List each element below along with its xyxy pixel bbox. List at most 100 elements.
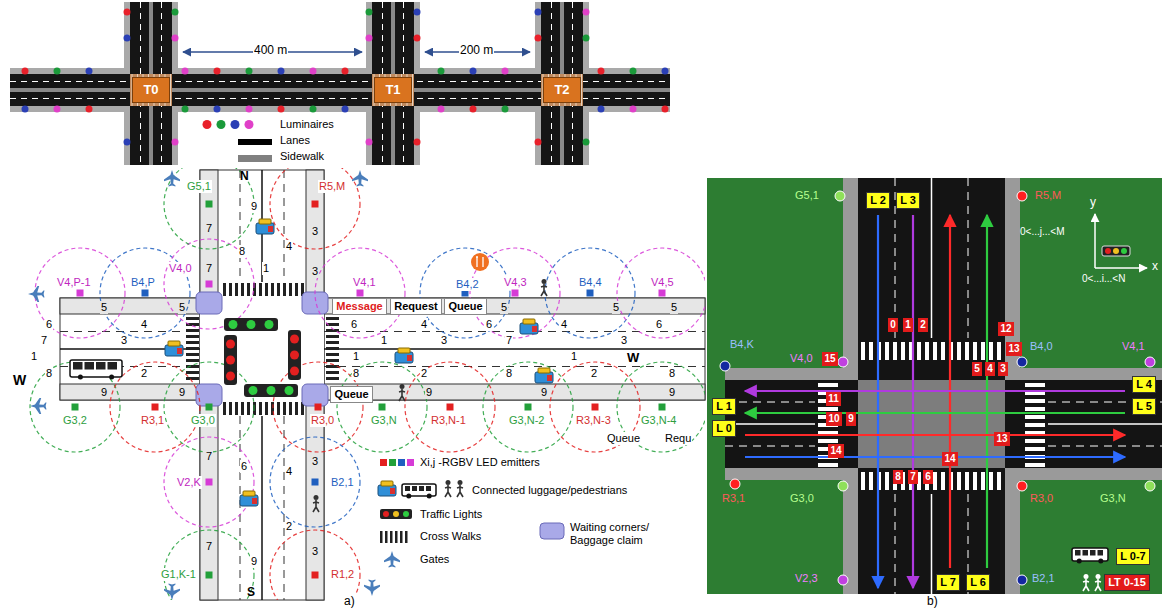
legend-crosswalk [405, 531, 408, 543]
lane-label: L 7 [936, 574, 960, 591]
node-text: T2 [554, 83, 569, 98]
label: a) [343, 595, 356, 609]
lane-number: 9 [100, 386, 108, 399]
lane-number: 5 [500, 301, 508, 314]
lane-number: 9 [425, 386, 433, 399]
axis [1095, 267, 1147, 269]
led-emitter [206, 281, 213, 288]
crosswalk-stripe [186, 335, 199, 338]
legend-text: Gates [420, 553, 449, 566]
legend-crosswalk [385, 531, 388, 543]
crosswalk-stripe [283, 283, 286, 296]
lane-number: 1 [262, 262, 270, 275]
lane-label: L 6 [966, 574, 990, 591]
luggage [538, 368, 550, 373]
intersection-box: T1 [374, 77, 412, 103]
led-emitter [512, 290, 519, 297]
node-text: LT 0-15 [1108, 576, 1146, 589]
crosswalk-stripe [861, 472, 865, 490]
label: V4,P-1 [56, 276, 92, 289]
node-text: Message [336, 300, 382, 313]
crosswalk-stripe [259, 402, 262, 415]
gate-plane [28, 286, 45, 302]
label: y [1090, 196, 1096, 210]
queue-box: Queue [444, 298, 487, 315]
luminaire [214, 68, 221, 75]
luminaire [366, 139, 373, 146]
lane-number: 4 [420, 318, 428, 331]
center-line [931, 494, 933, 594]
node-text: 7 [910, 471, 916, 483]
led-emitter [1017, 357, 1027, 367]
coverage-circle [337, 362, 427, 452]
label: V4,3 [503, 276, 528, 289]
crosswalk-tag: 10 [826, 412, 842, 426]
led-emitter [659, 290, 666, 297]
led-emitter [357, 290, 364, 297]
lane-number: 1 [380, 334, 388, 347]
axis [1094, 214, 1096, 268]
lane-number: 3 [120, 334, 128, 347]
crosswalk-stripe [186, 347, 199, 350]
crosswalk-stripe [295, 283, 298, 296]
traffic-light-lamp [1105, 248, 1111, 254]
lane-number: 8 [238, 245, 246, 258]
crosswalk-stripe [818, 407, 838, 411]
luminaire [172, 9, 179, 16]
traffic-light-lamp [247, 320, 256, 329]
lane-line [1048, 446, 1162, 447]
crosswalk-stripe [997, 472, 1001, 490]
crosswalk-stripe [295, 402, 298, 415]
lane-line [324, 331, 705, 332]
pedestrian [314, 495, 319, 500]
luminaire-sample [217, 120, 226, 129]
lane-number: 4 [560, 318, 568, 331]
lane-number: 6 [655, 318, 663, 331]
center-line [261, 416, 263, 600]
label: G3,N [1100, 492, 1126, 505]
crosswalk-stripe [1025, 399, 1045, 403]
luminaire [366, 35, 373, 42]
legend-text: Traffic Lights [420, 508, 482, 521]
legend-text: Lanes [280, 134, 310, 147]
lane-number: 7 [505, 334, 513, 347]
crosswalk-tag: 13 [994, 432, 1010, 446]
legend-crosswalk [400, 531, 403, 543]
traffic-light [244, 384, 298, 397]
luminaire [662, 106, 669, 113]
led-emitter [77, 290, 84, 297]
legend-emitter-sample [407, 459, 414, 466]
queue-box: Request [390, 298, 442, 315]
node-text: Queue [448, 300, 482, 313]
luminaire [470, 106, 477, 113]
crosswalk-tag: 12 [998, 322, 1014, 336]
luggage [165, 345, 183, 356]
sidewalk [124, 2, 178, 165]
node-text: 8 [895, 471, 901, 483]
crosswalk-stripe [186, 317, 199, 320]
lane-line [240, 170, 241, 282]
legend-text: Connected luggage/pedestrians [472, 484, 627, 497]
lane-line [968, 178, 969, 338]
label: R5,M [318, 180, 346, 193]
traffic-light-lamp [249, 386, 258, 395]
crosswalk-stripe [271, 283, 274, 296]
luminaire [22, 106, 29, 113]
legend-text: Cross Walks [420, 530, 481, 543]
traffic-light-lamp [290, 351, 299, 360]
label: Queue [606, 432, 641, 445]
pedestrian [400, 384, 405, 389]
luminaire [438, 106, 445, 113]
led-emitter [312, 479, 319, 486]
lane-number: 1 [352, 350, 360, 363]
legend-swatch [238, 139, 272, 145]
pedestrian [313, 500, 319, 512]
luggage-tag [177, 348, 182, 354]
node-text: 14 [944, 453, 955, 465]
intersection [372, 74, 414, 106]
led-emitter [206, 479, 213, 486]
legend-swatch [238, 155, 272, 162]
pedestrian [1084, 574, 1089, 579]
led-emitter [72, 404, 79, 411]
coverage-circle [405, 362, 495, 452]
